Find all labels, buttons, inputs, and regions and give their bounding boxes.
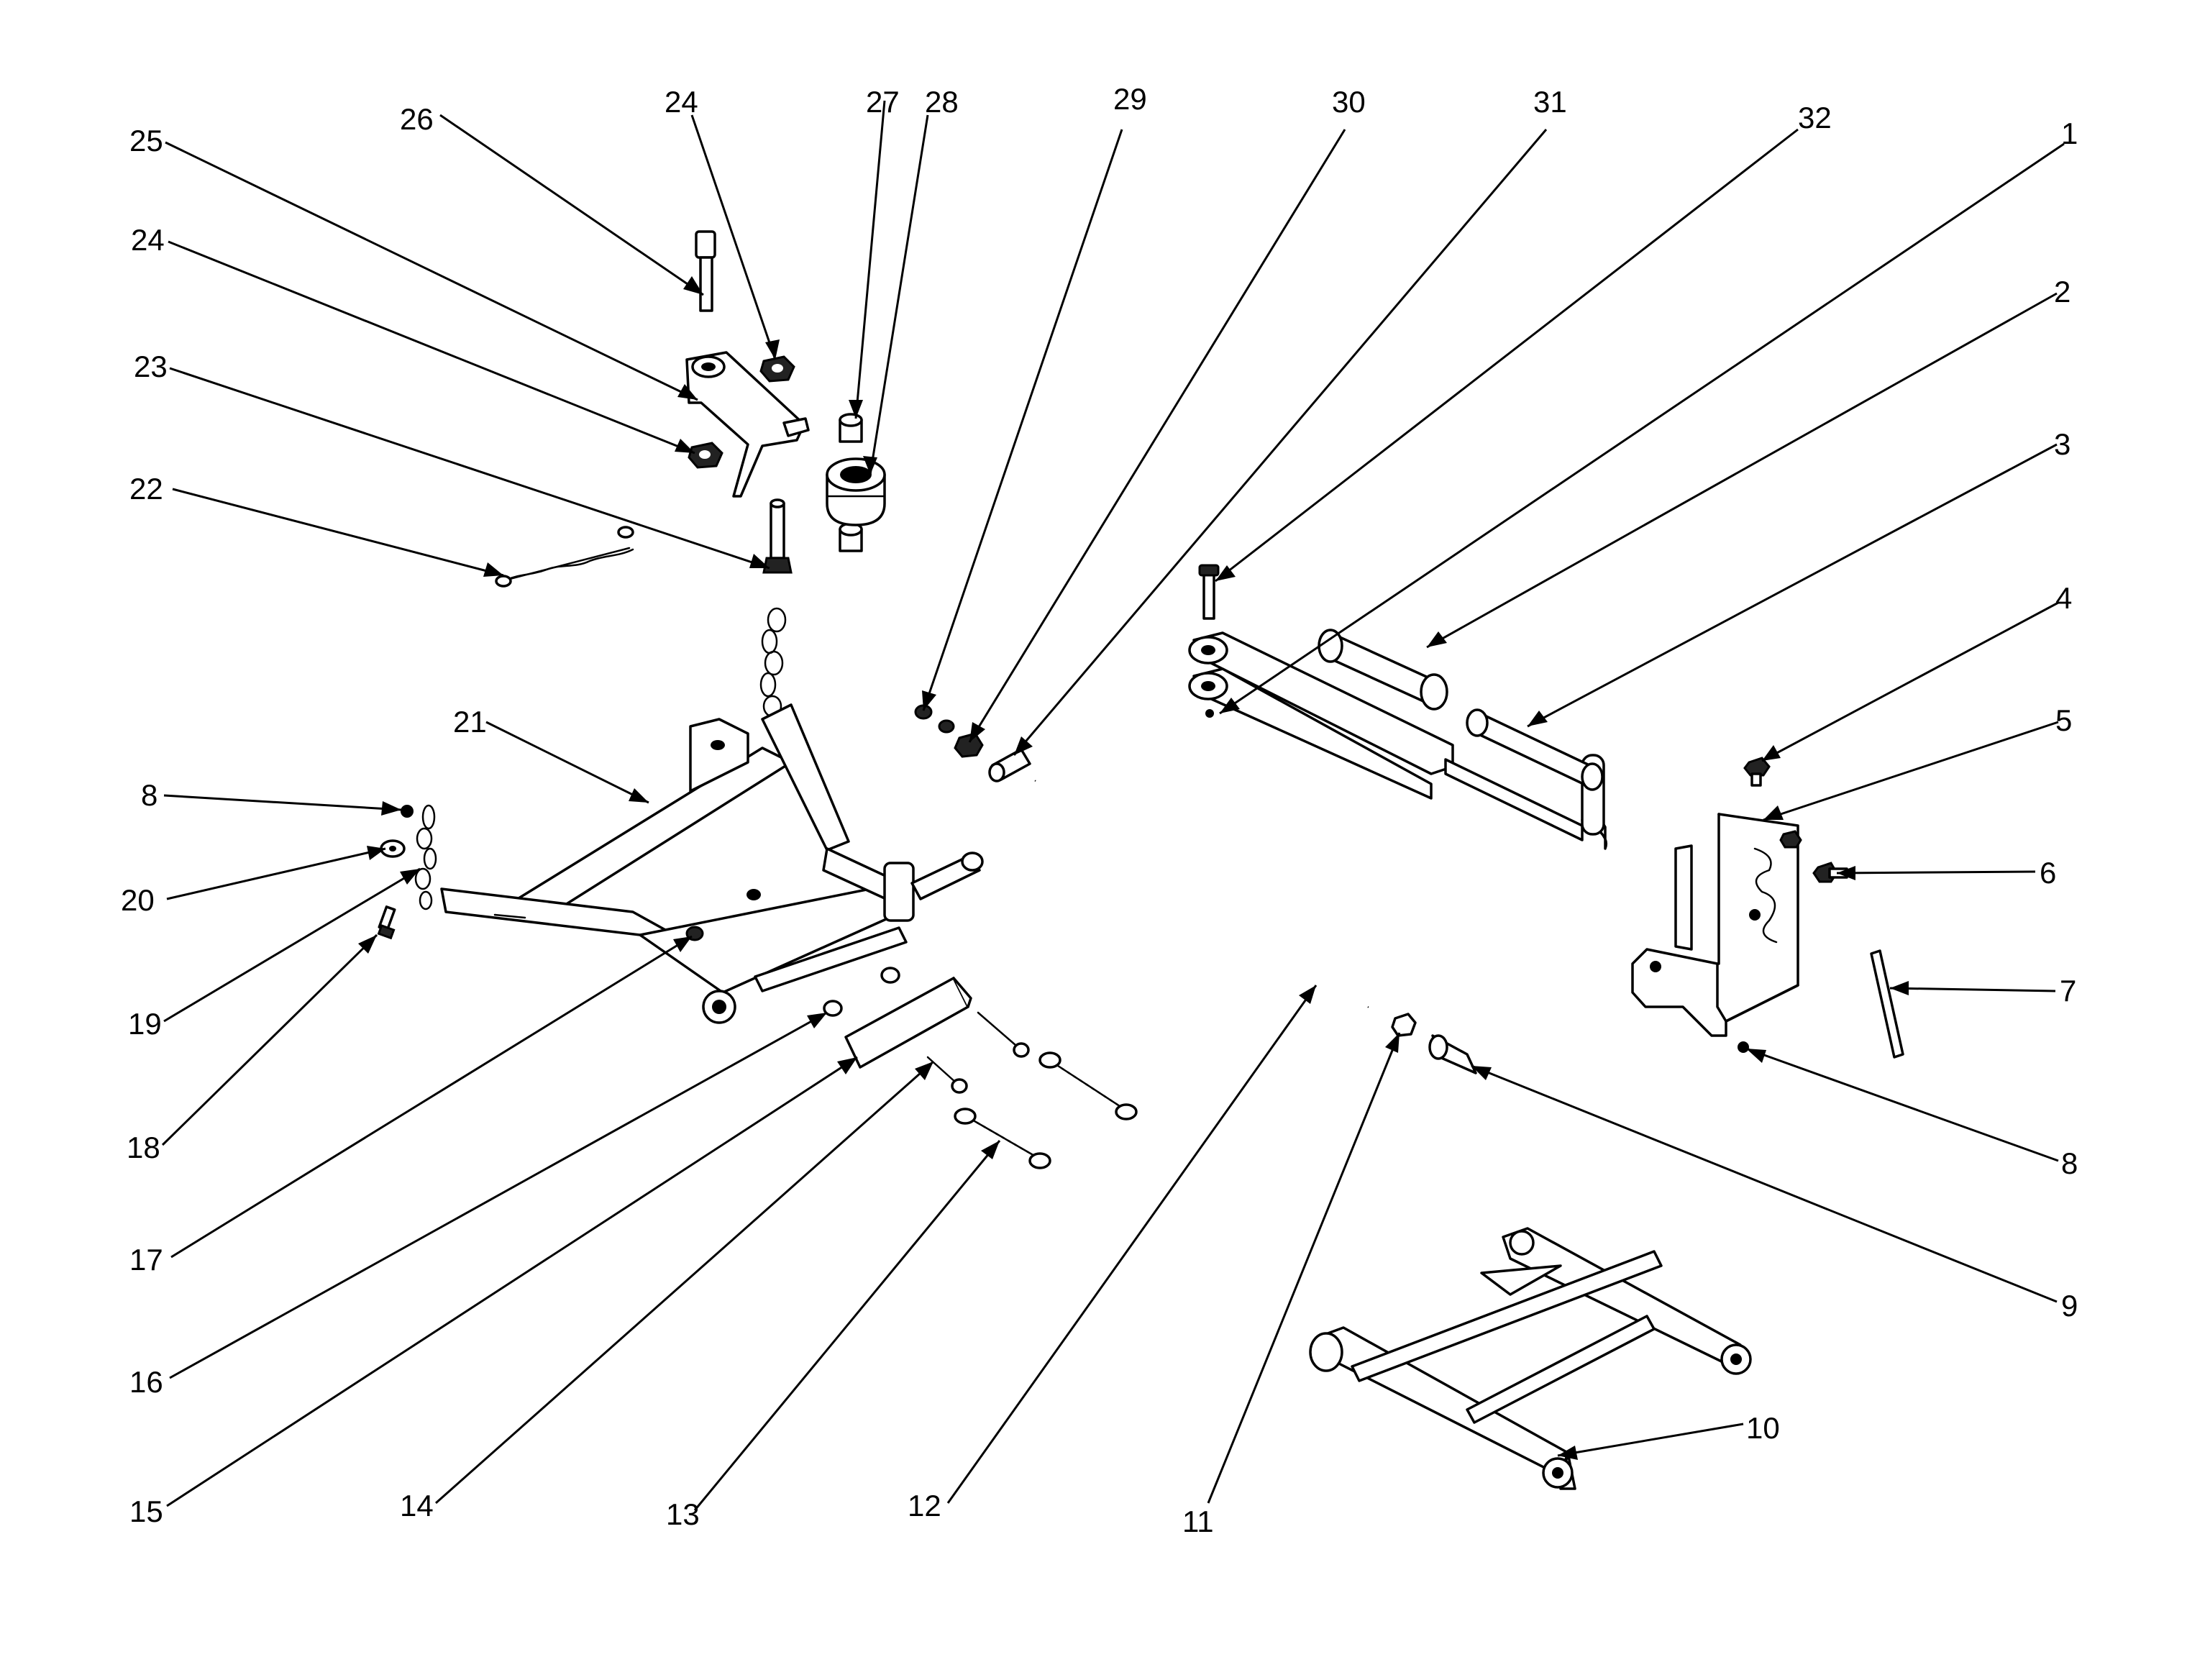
part-8-nut-left <box>401 805 414 818</box>
part-7-strap <box>1870 949 1904 1059</box>
part-31-bushing <box>988 748 1031 782</box>
part-8-nut-right <box>1738 1041 1749 1053</box>
callout-11: 11 <box>1182 1505 1214 1538</box>
part-32-pin <box>1198 564 1220 620</box>
callout-12: 12 <box>908 1489 941 1522</box>
part-3-roller <box>1466 708 1604 791</box>
part-13-springs <box>954 1051 1138 1169</box>
callout-24-top: 24 <box>665 85 698 119</box>
part-12-rod <box>1034 779 1369 1009</box>
part-25-pivot-bracket <box>685 351 810 498</box>
callout-28: 28 <box>925 85 959 119</box>
callout-1: 1 <box>2061 117 2078 150</box>
part-1-lift-arm <box>1188 631 1607 850</box>
part-28-roller <box>826 457 886 526</box>
callout-25: 25 <box>129 124 163 158</box>
callout-16: 16 <box>129 1365 163 1399</box>
callout-7: 7 <box>2060 974 2076 1008</box>
callout-19: 19 <box>128 1007 162 1041</box>
part-24-nut-lower <box>688 442 723 469</box>
part-27-bushing <box>839 413 863 552</box>
callout-27: 27 <box>866 85 900 119</box>
part-9-bushing <box>1428 1034 1477 1074</box>
callout-3: 3 <box>2054 427 2070 461</box>
callout-21: 21 <box>453 705 487 739</box>
callout-23: 23 <box>134 350 168 383</box>
callout-8-left: 8 <box>141 778 157 812</box>
part-11-nut <box>1391 1013 1417 1037</box>
leader-lines <box>161 100 2065 1511</box>
part-18-bolt <box>377 905 396 940</box>
part-24-nut-top <box>759 355 795 383</box>
callout-8-right: 8 <box>2061 1146 2078 1180</box>
callout-32: 32 <box>1798 101 1832 134</box>
part-10-lower-frame <box>1309 1227 1752 1490</box>
callout-22: 22 <box>129 472 163 506</box>
part-16-nuts <box>823 967 900 1017</box>
part-21-main-frame <box>440 703 984 1024</box>
part-29-nut <box>914 704 955 734</box>
callout-31: 31 <box>1533 85 1567 119</box>
callout-20: 20 <box>121 883 155 917</box>
callout-14: 14 <box>400 1489 434 1522</box>
callout-18: 18 <box>127 1131 160 1164</box>
callout-2: 2 <box>2054 275 2070 309</box>
callout-5: 5 <box>2055 703 2072 737</box>
part-5-latch-bracket <box>1631 813 1799 1037</box>
chain-left <box>414 804 437 910</box>
callout-9: 9 <box>2061 1289 2078 1323</box>
callout-6: 6 <box>2040 856 2056 890</box>
callout-24-lower: 24 <box>131 223 165 257</box>
part-15-spring-plate <box>844 977 1030 1069</box>
part-23-pin <box>762 498 793 574</box>
callout-29: 29 <box>1113 82 1147 116</box>
part-2-roller <box>1318 629 1448 711</box>
callout-26: 26 <box>400 102 434 136</box>
part-26-bolt <box>695 230 716 312</box>
part-4-bolt <box>1743 757 1771 787</box>
callout-10: 10 <box>1746 1411 1780 1445</box>
chain-top <box>759 607 787 718</box>
callout-4: 4 <box>2055 581 2072 615</box>
callout-15: 15 <box>129 1494 163 1528</box>
part-30-nut <box>954 732 984 758</box>
callout-labels: 26 24 27 28 29 30 31 32 1 25 24 23 22 2 … <box>121 82 2078 1538</box>
callout-30: 30 <box>1332 85 1366 119</box>
callout-17: 17 <box>129 1243 163 1277</box>
callout-13: 13 <box>666 1497 700 1531</box>
part-22-spring <box>495 526 634 588</box>
